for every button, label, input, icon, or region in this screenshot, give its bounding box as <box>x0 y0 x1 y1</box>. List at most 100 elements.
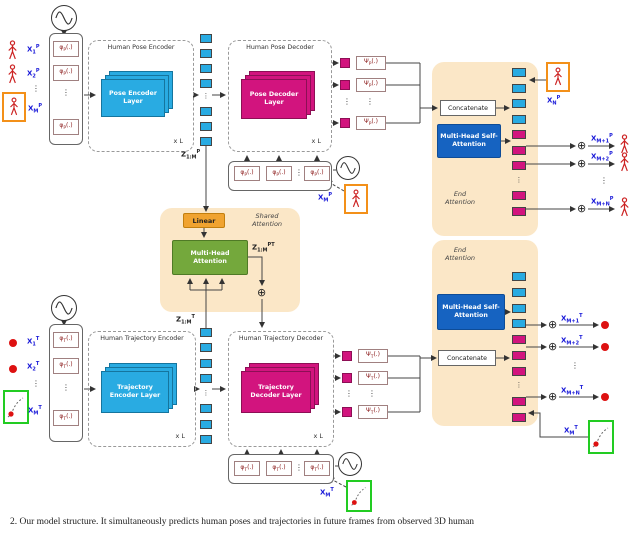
stack-cell <box>512 350 526 360</box>
encoder-title: Human Pose Encoder <box>107 44 175 51</box>
ellipsis: ⋮ <box>32 84 40 93</box>
layer-front: Trajectory Encoder Layer <box>101 371 169 413</box>
stack-cell <box>512 335 526 345</box>
stack-cell <box>512 206 526 216</box>
phi-label: φT(.) <box>240 463 254 474</box>
ellipsis: ⋮ <box>295 463 303 472</box>
figure-caption: 2. Our model structure. It simultaneousl… <box>10 517 475 527</box>
phi-label: φT(.) <box>59 361 73 371</box>
stack-dots: ⋮ <box>515 175 523 184</box>
sine-wave-icon <box>340 162 356 174</box>
stack-cell <box>200 122 212 132</box>
pose-input-figure-m <box>2 92 26 122</box>
mhsa-label: Multi-Head Self-Attention <box>440 133 498 148</box>
stack-cell <box>200 107 212 117</box>
decoder-output-token <box>340 80 350 90</box>
pose-decoder-phi-m: φP(.) <box>304 166 330 181</box>
trajectory-output-dot-2 <box>601 343 609 351</box>
pose-decoder-phi-1: φP(.) <box>234 166 260 181</box>
decoder-title: Human Pose Decoder <box>246 44 314 51</box>
ellipsis: ⋮ <box>600 176 608 185</box>
trajectory-last-frame-label: XMT <box>320 487 334 499</box>
sine-wave-icon <box>55 301 73 315</box>
repeat-label: x L <box>173 137 183 145</box>
phi-label: φP(.) <box>310 168 324 179</box>
add-symbol: ⊕ <box>257 286 267 299</box>
trajectory-encoder-layer-stack: Trajectory Encoder Layer <box>101 363 177 413</box>
trajectory-output-label-1: XM+1T <box>561 313 583 325</box>
psi-label: ΨT(.) <box>365 407 381 417</box>
pose-decoder-phi-2: φP(.) <box>266 166 292 181</box>
pose-last-frame-label: XMP <box>318 192 333 204</box>
ellipsis: ⋮ <box>62 88 70 97</box>
pose-output-head-1: ΨP(.) <box>356 56 386 70</box>
trajectory-query-label: XMT <box>564 425 578 437</box>
add-symbol: ⊕ <box>548 340 558 353</box>
encoder-title: Human Trajectory Encoder <box>100 335 184 342</box>
phi-label: φP(.) <box>240 168 254 179</box>
add-symbol: ⊕ <box>577 202 587 215</box>
ellipsis: ⋮ <box>343 97 351 106</box>
pose-query-label: XNP <box>547 95 561 107</box>
stack-cell <box>200 434 212 444</box>
phi-label: φP(.) <box>59 68 73 78</box>
psi-label: ΨP(.) <box>363 80 379 90</box>
shared-linear: Linear <box>183 213 225 228</box>
trajectory-icon <box>7 397 24 418</box>
add-symbol: ⊕ <box>577 139 587 152</box>
stack-cell <box>512 272 526 281</box>
stack-cell <box>200 34 212 43</box>
trajectory-concatenate: Concatenate <box>438 350 496 366</box>
stack-cell <box>200 78 212 88</box>
trajectory-icon <box>351 487 366 506</box>
sine-wave-icon <box>55 11 73 25</box>
sine-wave-icon <box>342 458 358 470</box>
mhsa-label: Multi-Head Self-Attention <box>442 304 500 319</box>
pose-output-head-n: ΨP(.) <box>356 116 386 130</box>
stack-cell <box>512 99 526 109</box>
trajectory-embedding-phi-m: φT(.) <box>53 410 79 426</box>
pose-embedding-phi-m: φP(.) <box>53 119 79 135</box>
psi-label: ΨT(.) <box>365 373 381 383</box>
repeat-label: x L <box>313 432 323 440</box>
pose-output-head-2: ΨP(.) <box>356 78 386 92</box>
ellipsis: ⋮ <box>571 361 579 370</box>
end-attention-label: End Attention <box>444 190 476 207</box>
stack-cell <box>200 343 212 353</box>
trajectory-output-head-1: ΨT(.) <box>358 349 388 363</box>
decoder-output-token <box>340 58 350 68</box>
trajectory-input-label-1: X1T <box>27 336 40 348</box>
trajectory-input-dot-1 <box>9 339 17 347</box>
pose-output-figure-1 <box>617 134 632 159</box>
pose-input-label-1: X1P <box>27 44 40 56</box>
ellipsis: ⋮ <box>366 97 374 106</box>
stack-dots: ⋮ <box>515 381 523 390</box>
human-pose-encoder: Human Pose Encoder Pose Encoder Layer x … <box>88 40 194 152</box>
trajectory-end-attention-stack: ⋮ <box>512 272 526 422</box>
concatenate-label: Concatenate <box>447 104 489 112</box>
linear-label: Linear <box>192 216 216 225</box>
phi-label: φT(.) <box>59 335 73 345</box>
trajectory-input-label-2: X2T <box>27 361 40 373</box>
decoder-title: Human Trajectory Decoder <box>238 335 324 342</box>
trajectory-input-label-m: XMT <box>28 405 42 417</box>
phi-label: φP(.) <box>59 122 73 132</box>
stack-cell <box>512 303 526 313</box>
layer-front: Trajectory Decoder Layer <box>241 371 311 413</box>
phi-label: φT(.) <box>272 463 286 474</box>
pose-embedding-phi-2: φP(.) <box>53 65 79 81</box>
pose-latent-stack: ⋮ <box>200 34 212 146</box>
stack-cell <box>200 136 212 146</box>
ellipsis: ⋮ <box>32 379 40 388</box>
stack-cell <box>512 319 526 329</box>
trajectory-decoder-layer-stack: Trajectory Decoder Layer <box>241 363 319 413</box>
pose-input-figure-1 <box>5 40 20 65</box>
psi-label: ΨT(.) <box>365 351 381 361</box>
stack-cell <box>512 68 526 77</box>
stack-cell <box>200 358 212 368</box>
add-symbol: ⊕ <box>548 318 558 331</box>
stack-cell <box>200 48 212 58</box>
shared-attention-label: Shared Attention <box>251 212 283 229</box>
skeleton-icon <box>554 67 562 86</box>
